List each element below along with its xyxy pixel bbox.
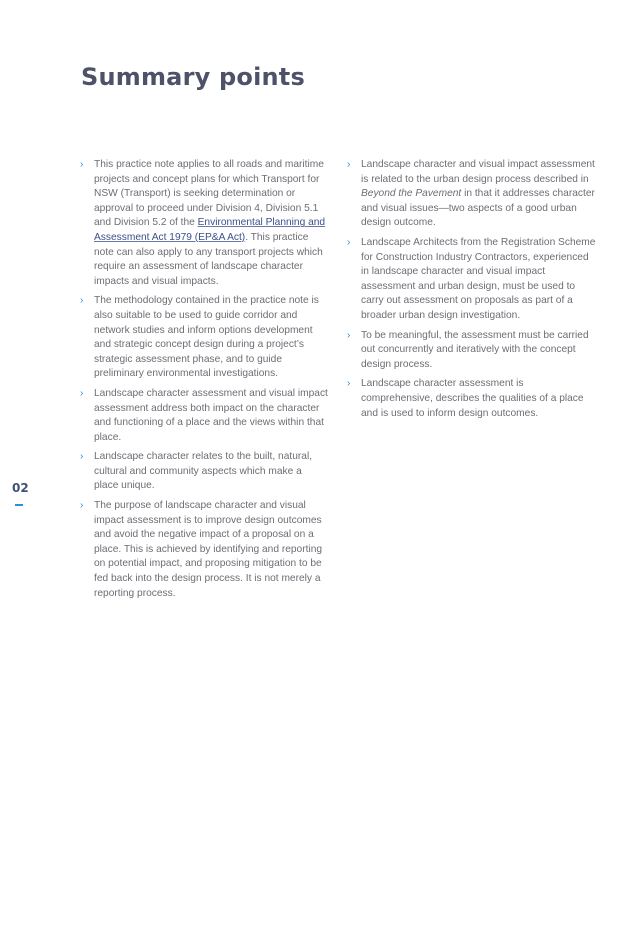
ep-a-act-link[interactable]: Environmental Planning and Assessment Ac… (94, 217, 326, 243)
list-item-text: The methodology contained in the practic… (94, 295, 319, 380)
chevron-right-icon: › (80, 451, 84, 463)
chevron-right-icon: › (347, 378, 351, 390)
chevron-right-icon: › (347, 159, 351, 170)
list-item-text: in that it addresses character and visua… (361, 188, 595, 229)
list-item-text: The purpose of landscape character and v… (94, 500, 323, 599)
list-item-text: Landscape character assessment is compre… (361, 378, 584, 419)
chevron-right-icon: › (80, 500, 84, 512)
chevron-right-icon: › (80, 295, 84, 307)
chevron-right-icon: › (347, 236, 351, 248)
list-item: › Landscape character relates to the bui… (80, 450, 328, 494)
chevron-right-icon: › (80, 387, 84, 399)
list-item-text: To be meaningful, the assessment must be… (361, 329, 589, 370)
list-item-text: . This practice note can also apply to a… (94, 231, 323, 287)
list-item: › To be meaningful, the assessment must … (347, 329, 597, 373)
list-item-text: Landscape character and visual impact as… (361, 159, 595, 185)
page-title: Summary points (81, 63, 305, 91)
list-item: › Landscape Architects from the Registra… (347, 236, 597, 324)
list-item-text: Landscape Architects from the Registrati… (361, 236, 596, 321)
list-item-text: Landscape character assessment and visua… (94, 387, 328, 443)
list-item-text: This practice note applies to all roads … (94, 159, 324, 229)
page-number-underline (15, 504, 23, 506)
summary-list-right: › Landscape character and visual impact … (347, 158, 597, 426)
summary-list-left: › This practice note applies to all road… (80, 158, 328, 606)
page-number: 02 (12, 481, 29, 495)
list-item: › The purpose of landscape character and… (80, 499, 328, 601)
list-item-text: Landscape character relates to the built… (94, 451, 313, 492)
list-item: › This practice note applies to all road… (80, 158, 328, 289)
chevron-right-icon: › (347, 329, 351, 341)
list-item: › The methodology contained in the pract… (80, 294, 328, 382)
list-item: › Landscape character assessment is comp… (347, 377, 597, 421)
list-item: › Landscape character and visual impact … (347, 158, 597, 231)
chevron-right-icon: › (80, 159, 84, 170)
list-item: › Landscape character assessment and vis… (80, 387, 328, 445)
publication-title: Beyond the Pavement (361, 188, 462, 200)
